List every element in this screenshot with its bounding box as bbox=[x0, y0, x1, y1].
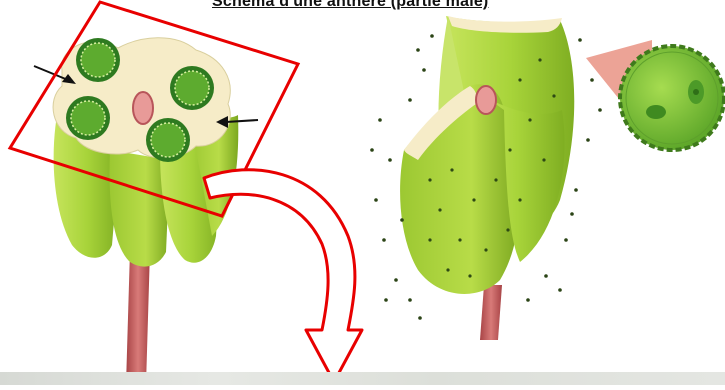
locule bbox=[76, 38, 120, 82]
open-anther bbox=[370, 16, 602, 340]
locule bbox=[66, 96, 110, 140]
filament-left bbox=[126, 250, 150, 385]
pollen-grain bbox=[620, 46, 724, 150]
bottom-photo-strip bbox=[0, 372, 725, 385]
connective bbox=[133, 92, 153, 124]
connective bbox=[476, 86, 496, 114]
filament-right bbox=[480, 285, 502, 340]
page-title: Schema d'une anthère (partie mâle) bbox=[212, 0, 488, 11]
pollen-zoom bbox=[586, 40, 724, 150]
locule bbox=[170, 66, 214, 110]
locule bbox=[146, 118, 190, 162]
